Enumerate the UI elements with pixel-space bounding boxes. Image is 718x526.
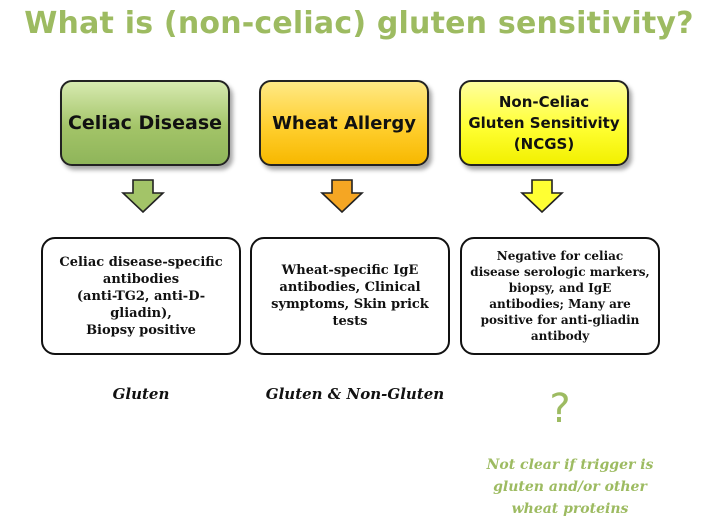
- wheat-allergy-criteria-box: Wheat-specific IgE antibodies, Clinical …: [250, 237, 450, 355]
- criteria-line: antibody: [530, 329, 590, 343]
- ncgs-header-line: Gluten Sensitivity: [468, 113, 620, 132]
- celiac-disease-header: Celiac Disease: [60, 80, 230, 166]
- ncgs-criteria-box: Negative for celiac disease serologic ma…: [460, 237, 660, 355]
- ncgs-header: Non-Celiac Gluten Sensitivity (NCGS): [459, 80, 629, 166]
- down-arrow-icon: [520, 179, 564, 213]
- criteria-line: antibodies: [102, 271, 180, 287]
- celiac-disease-criteria-box: Celiac disease-specific antibodies (anti…: [41, 237, 241, 355]
- criteria-line: gliadin),: [110, 305, 172, 321]
- criteria-line: Wheat-specific IgE: [281, 263, 419, 278]
- wheat-allergy-header-label: Wheat Allergy: [272, 112, 416, 134]
- celiac-disease-header-label: Celiac Disease: [67, 112, 223, 134]
- page-title: What is (non-celiac) gluten sensitivity?: [24, 6, 694, 41]
- ncgs-header-line: Non-Celiac: [498, 92, 590, 111]
- ncgs-trigger-note: Not clear if trigger is gluten and/or ot…: [460, 454, 680, 520]
- criteria-line: biopsy, and IgE: [508, 281, 612, 295]
- question-mark-icon: ?: [549, 386, 571, 432]
- down-arrow-icon: [320, 179, 364, 213]
- criteria-line: Celiac disease-specific: [59, 254, 223, 270]
- note-line: wheat proteins: [511, 501, 629, 517]
- criteria-line: (anti-TG2, anti-D-: [76, 288, 206, 304]
- criteria-line: Biopsy positive: [86, 322, 196, 338]
- criteria-line: positive for anti-gliadin: [480, 313, 640, 327]
- down-arrow-icon: [121, 179, 165, 213]
- note-line: gluten and/or other: [493, 479, 647, 495]
- note-line: Not clear if trigger is: [486, 457, 654, 473]
- criteria-line: disease serologic markers,: [470, 265, 650, 279]
- criteria-line: tests: [332, 314, 368, 329]
- criteria-line: symptoms, Skin prick: [271, 297, 429, 312]
- criteria-line: Negative for celiac: [496, 249, 624, 263]
- wheat-allergy-trigger-label: Gluten & Non-Gluten: [265, 385, 445, 403]
- criteria-line: antibodies, Clinical: [279, 280, 421, 295]
- wheat-allergy-header: Wheat Allergy: [259, 80, 429, 166]
- criteria-line: antibodies; Many are: [489, 297, 631, 311]
- celiac-trigger-label: Gluten: [112, 385, 170, 403]
- ncgs-header-line: (NCGS): [513, 134, 575, 153]
